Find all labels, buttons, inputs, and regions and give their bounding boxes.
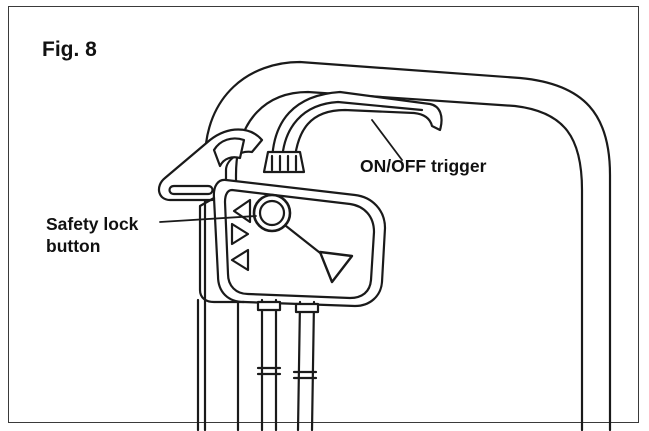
cable-right	[296, 300, 316, 431]
on-off-trigger-label: ON/OFF trigger	[360, 156, 487, 176]
safety-leader-line	[159, 215, 257, 223]
safety-label-line-2: button	[46, 236, 101, 256]
arrow-left-lower-icon	[230, 248, 250, 272]
cable-left	[260, 298, 278, 431]
collar	[262, 150, 306, 174]
safety-lock-button-label: Safety lock button	[46, 213, 138, 257]
arrow-right-icon	[230, 222, 250, 246]
handle-loop-outer	[203, 60, 612, 431]
hook-tab	[212, 137, 246, 168]
trigger-lever-inner	[280, 100, 424, 162]
connector-line	[284, 224, 326, 258]
switch-housing-bevel	[223, 188, 376, 300]
cable-clip-right	[292, 370, 318, 380]
safety-lock-button	[258, 199, 286, 227]
triangle-indicator-icon	[318, 250, 354, 284]
figure-frame	[8, 6, 639, 423]
housing-side	[198, 196, 246, 304]
figure-title: Fig. 8	[42, 38, 97, 61]
cable-clip-left	[256, 366, 282, 376]
trigger-lever	[270, 90, 443, 170]
hook-slot	[168, 184, 214, 196]
safety-label-line-1: Safety lock	[46, 214, 139, 234]
trigger-leader-line	[371, 119, 403, 161]
